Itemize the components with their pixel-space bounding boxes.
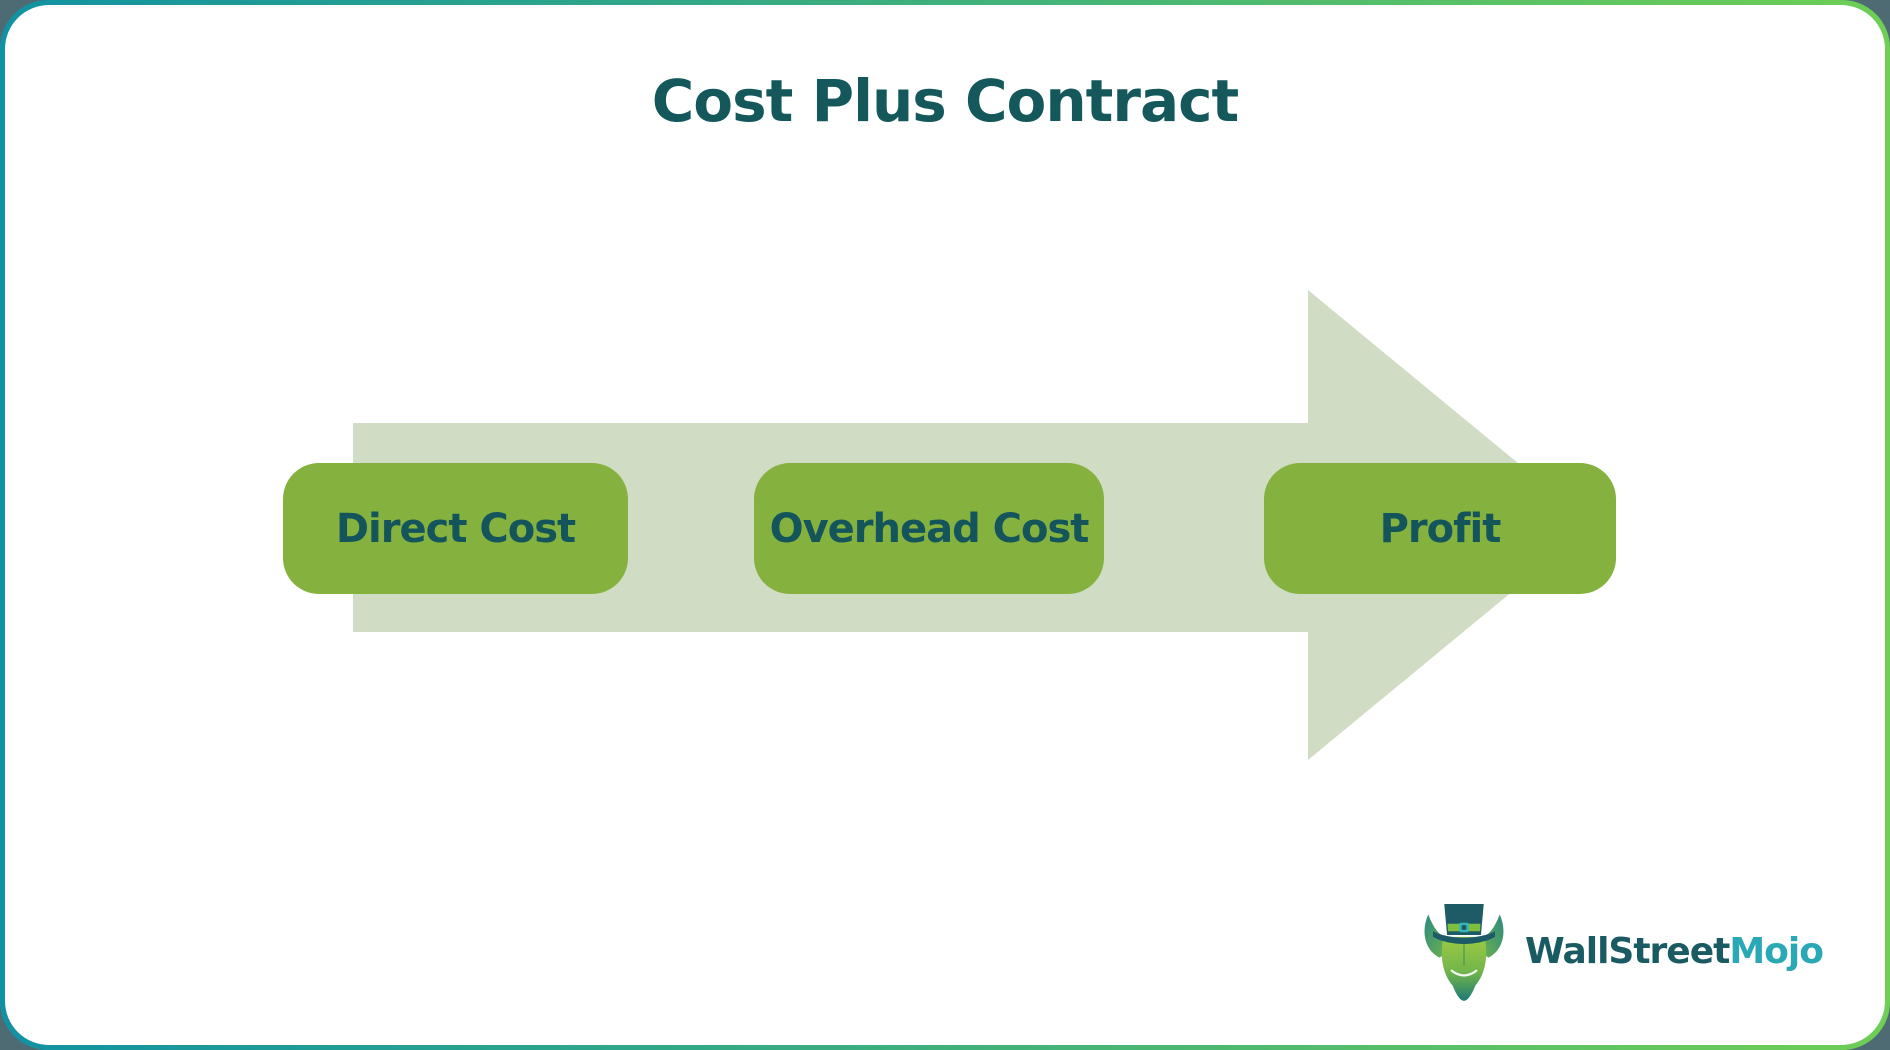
bull-mascot-icon: [1424, 904, 1504, 1001]
page-title: Cost Plus Contract: [651, 67, 1240, 135]
step-box-profit: Profit: [1264, 463, 1616, 594]
brand-name-primary: WallStreet: [1525, 930, 1730, 972]
step-label: Profit: [1379, 505, 1502, 552]
brand-logo: WallStreetMojo: [1417, 899, 1824, 1003]
brand-wordmark: WallStreetMojo: [1525, 930, 1824, 972]
step-label: Overhead Cost: [769, 505, 1090, 552]
step-box-overhead-cost: Overhead Cost: [754, 463, 1104, 594]
brand-name-accent: Mojo: [1729, 930, 1824, 972]
card-body: Cost Plus Contract Direct Cost Overhead …: [5, 5, 1885, 1045]
step-label: Direct Cost: [335, 505, 576, 552]
step-box-direct-cost: Direct Cost: [283, 463, 628, 594]
